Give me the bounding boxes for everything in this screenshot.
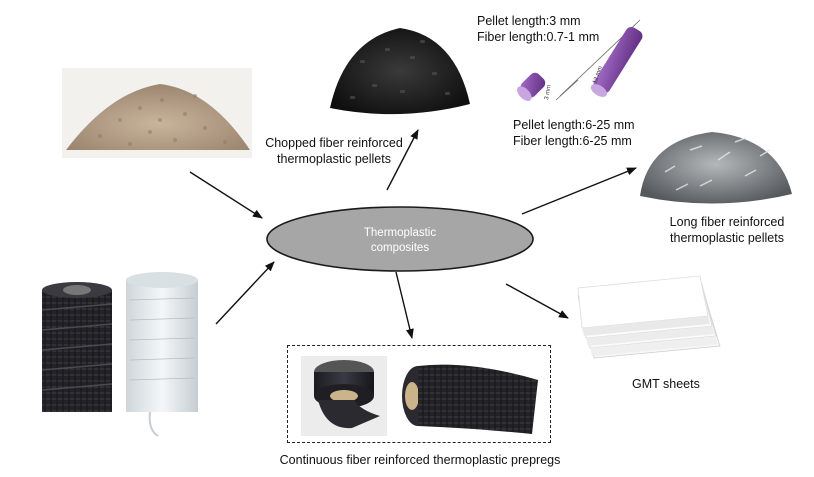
pellet-length-diagram-image: 3 mm 12 mm <box>517 19 643 101</box>
arrow-hub-to-chopped <box>386 129 419 191</box>
chopped-label-line2: thermoplastic pellets <box>277 152 391 166</box>
long-fiber-label-line2: thermoplastic pellets <box>670 231 784 245</box>
long-pellet-annotation: Pellet length:6-25 mm Fiber length:6-25 … <box>513 117 635 149</box>
long-fiber-pellets-label: Long fiber reinforced thermoplastic pell… <box>652 214 802 246</box>
hub-label: Thermoplastic composites <box>330 226 470 256</box>
chopped-pellets-image <box>330 28 470 115</box>
long-fiber-label-line1: Long fiber reinforced <box>669 215 785 229</box>
short-pellet-size-tag: 3 mm <box>544 85 553 101</box>
prepreg-dashed-frame <box>287 345 551 443</box>
hub-label-line2: composites <box>370 242 430 254</box>
hub-label-line1: Thermoplastic <box>363 227 437 239</box>
chopped-label-line1: Chopped fiber reinforced <box>265 136 403 150</box>
chopped-pellets-label: Chopped fiber reinforced thermoplastic p… <box>254 135 414 167</box>
prepreg-label: Continuous fiber reinforced thermoplasti… <box>279 453 561 467</box>
long-pellet-length: Pellet length:6-25 mm <box>513 118 635 132</box>
arrow-spools-to-hub <box>215 261 275 325</box>
arrow-resin-to-hub <box>189 171 263 219</box>
gmt-sheets-label: GMT sheets <box>632 377 700 391</box>
long-fiber-length: Fiber length:6-25 mm <box>513 134 632 148</box>
hub-ellipse <box>266 206 534 272</box>
gmt-sheets-image <box>577 275 721 359</box>
arrow-hub-to-long-fiber <box>521 167 637 215</box>
short-fiber-length: Fiber length:0.7-1 mm <box>477 30 600 44</box>
short-pellet-annotation: Pellet length:3 mm Fiber length:0.7-1 mm <box>477 13 599 45</box>
resin-pellets-pile-image <box>62 68 252 158</box>
arrow-hub-to-gmt <box>505 283 569 319</box>
long-fiber-pellets-image <box>640 132 792 204</box>
short-pellet-length: Pellet length:3 mm <box>477 14 581 28</box>
carbon-prepreg-rolls-image <box>301 356 542 436</box>
fiber-spools-image <box>41 272 198 437</box>
arrow-hub-to-prepreg <box>395 271 414 339</box>
long-pellet-size-tag: 12 mm <box>592 65 604 84</box>
